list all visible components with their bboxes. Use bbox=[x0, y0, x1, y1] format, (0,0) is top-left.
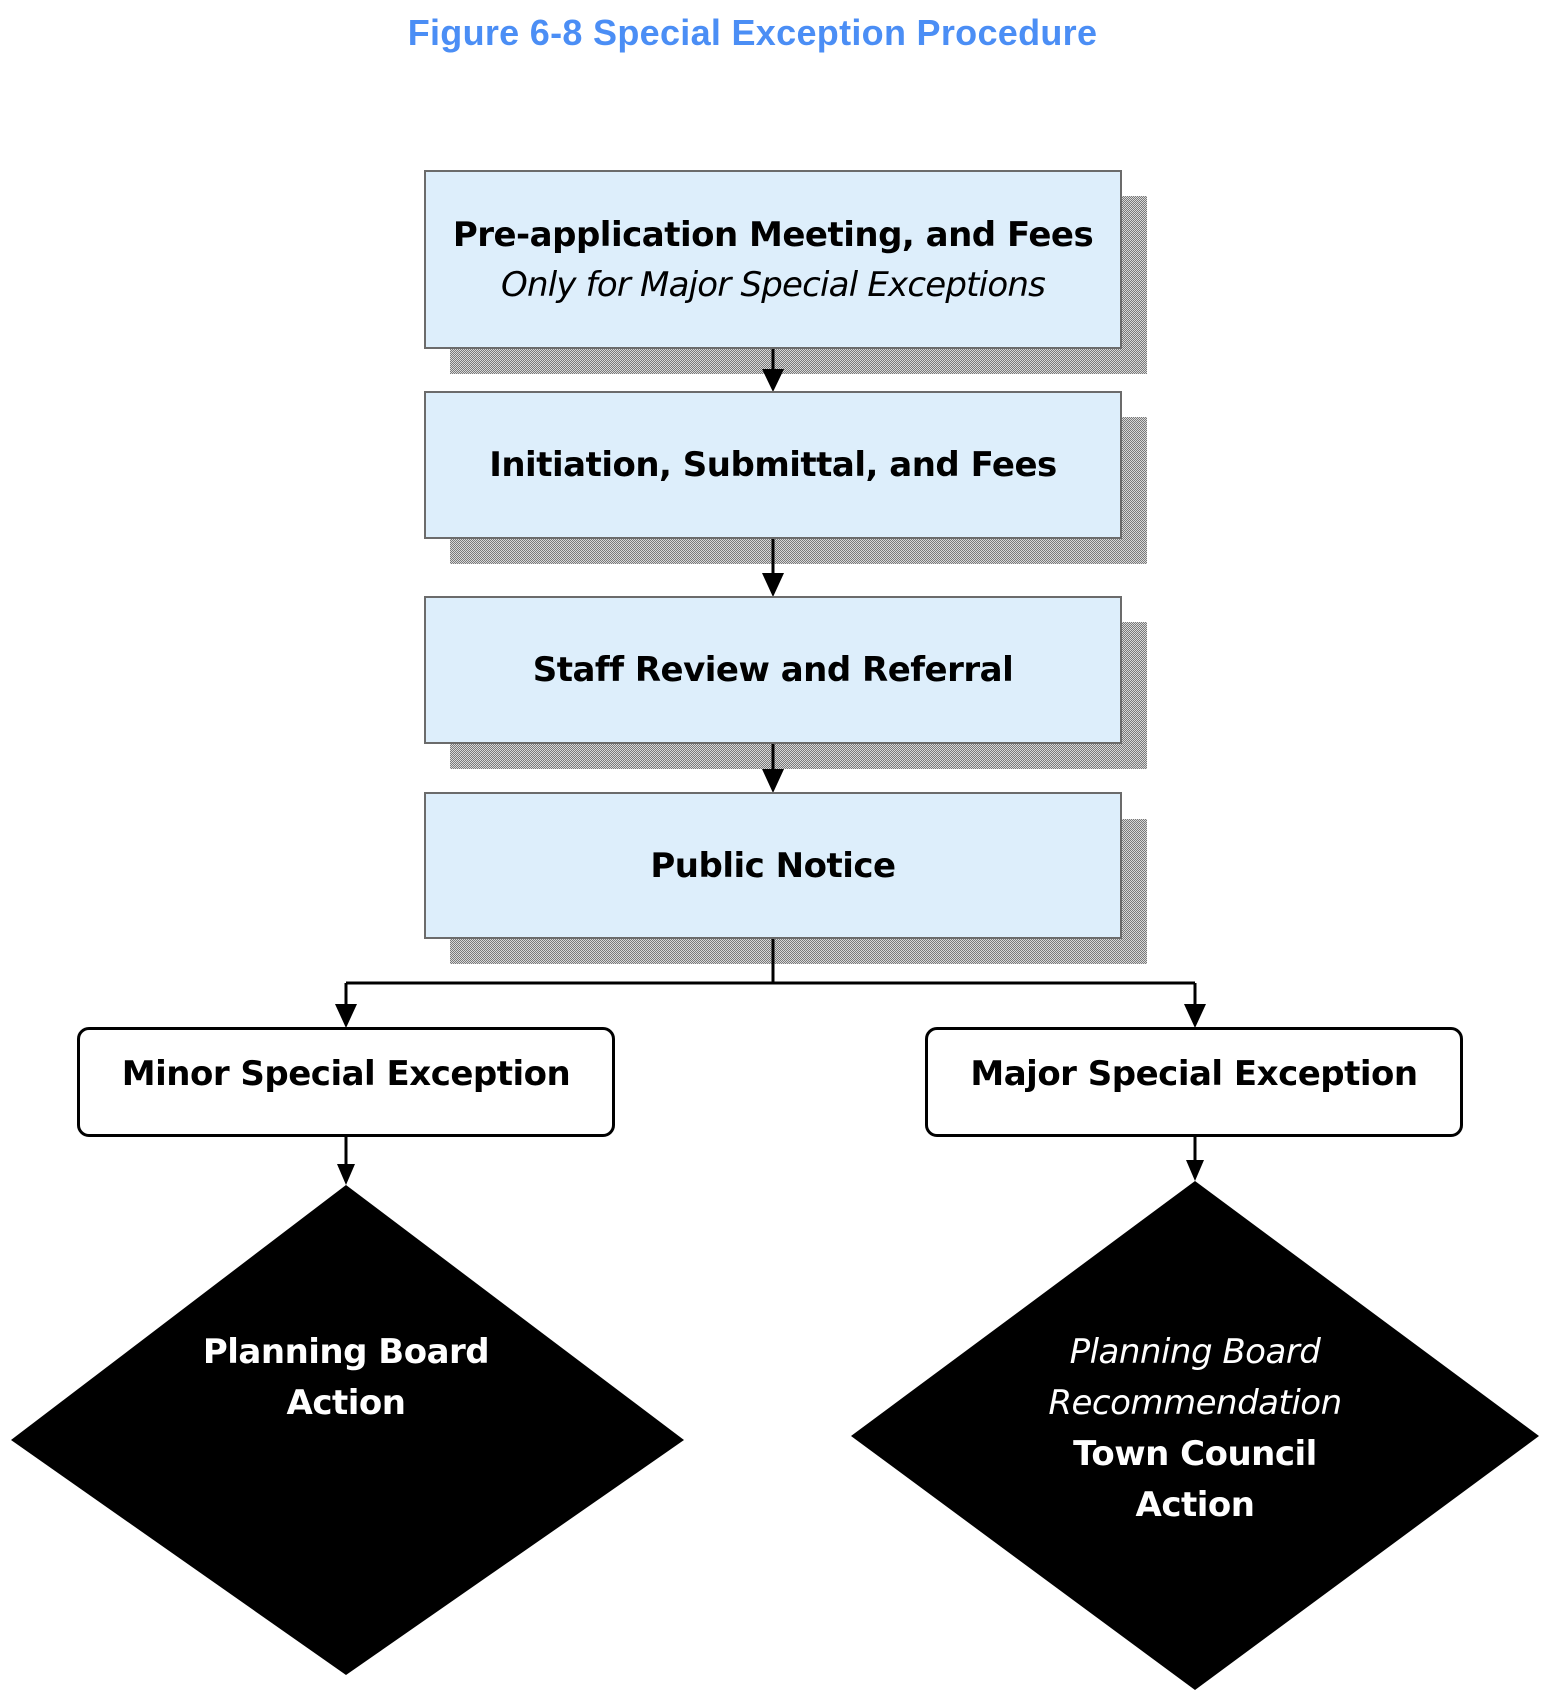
step-staff-review[interactable]: Staff Review and Referral bbox=[424, 596, 1122, 744]
decision-line: Action bbox=[1135, 1485, 1255, 1525]
step-label: Staff Review and Referral bbox=[532, 650, 1014, 690]
arrowhead-icon bbox=[1184, 1004, 1206, 1028]
minor-decision-text: Planning Board Action bbox=[146, 1327, 546, 1429]
arrowhead-icon bbox=[762, 573, 784, 597]
step-initiation[interactable]: Initiation, Submittal, and Fees bbox=[424, 391, 1122, 539]
step-public-notice[interactable]: Public Notice bbox=[424, 792, 1122, 939]
decision-line: Planning Board bbox=[1069, 1332, 1321, 1372]
branch-label: Major Special Exception bbox=[970, 1054, 1418, 1094]
figure-title: Figure 6-8 Special Exception Procedure bbox=[407, 12, 1098, 53]
branch-label: Minor Special Exception bbox=[121, 1054, 571, 1094]
decision-line: Recommendation bbox=[1048, 1383, 1342, 1423]
arrowhead-icon bbox=[335, 1004, 357, 1028]
decision-line: Town Council bbox=[1073, 1434, 1317, 1474]
decision-line: Planning Board bbox=[202, 1332, 490, 1372]
arrowhead-icon bbox=[1186, 1160, 1204, 1181]
major-special-exception-box[interactable]: Major Special Exception bbox=[925, 1027, 1463, 1137]
step-note: Only for Major Special Exceptions bbox=[501, 264, 1046, 305]
arrowhead-icon bbox=[337, 1164, 355, 1185]
major-decision-text: Planning Board Recommendation Town Counc… bbox=[995, 1327, 1395, 1531]
arrowhead-icon bbox=[762, 369, 784, 392]
minor-special-exception-box[interactable]: Minor Special Exception bbox=[77, 1027, 615, 1137]
step-label: Pre-application Meeting, and Fees bbox=[452, 214, 1094, 255]
step-pre-application[interactable]: Pre-application Meeting, and Fees Only f… bbox=[424, 170, 1122, 349]
arrowhead-icon bbox=[762, 769, 784, 793]
major-decision-diamond bbox=[851, 1181, 1539, 1690]
decision-line: Action bbox=[286, 1383, 406, 1423]
minor-decision-diamond bbox=[11, 1185, 684, 1675]
step-label: Public Notice bbox=[650, 845, 896, 886]
step-label: Initiation, Submittal, and Fees bbox=[489, 445, 1057, 485]
